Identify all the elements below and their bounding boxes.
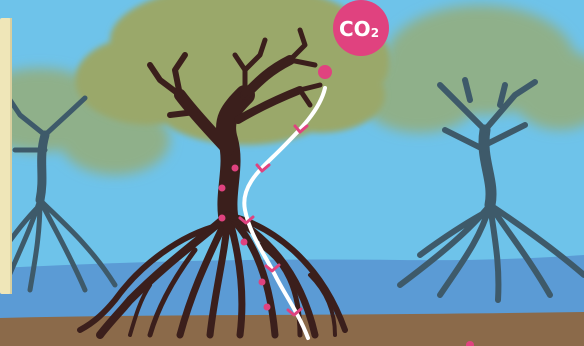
- co2-label: CO: [339, 17, 371, 41]
- co2-badge: CO2: [333, 0, 389, 56]
- co2-subscript: 2: [371, 26, 379, 40]
- side-panel-edge: [0, 18, 11, 294]
- side-panel-shadow: [10, 18, 12, 294]
